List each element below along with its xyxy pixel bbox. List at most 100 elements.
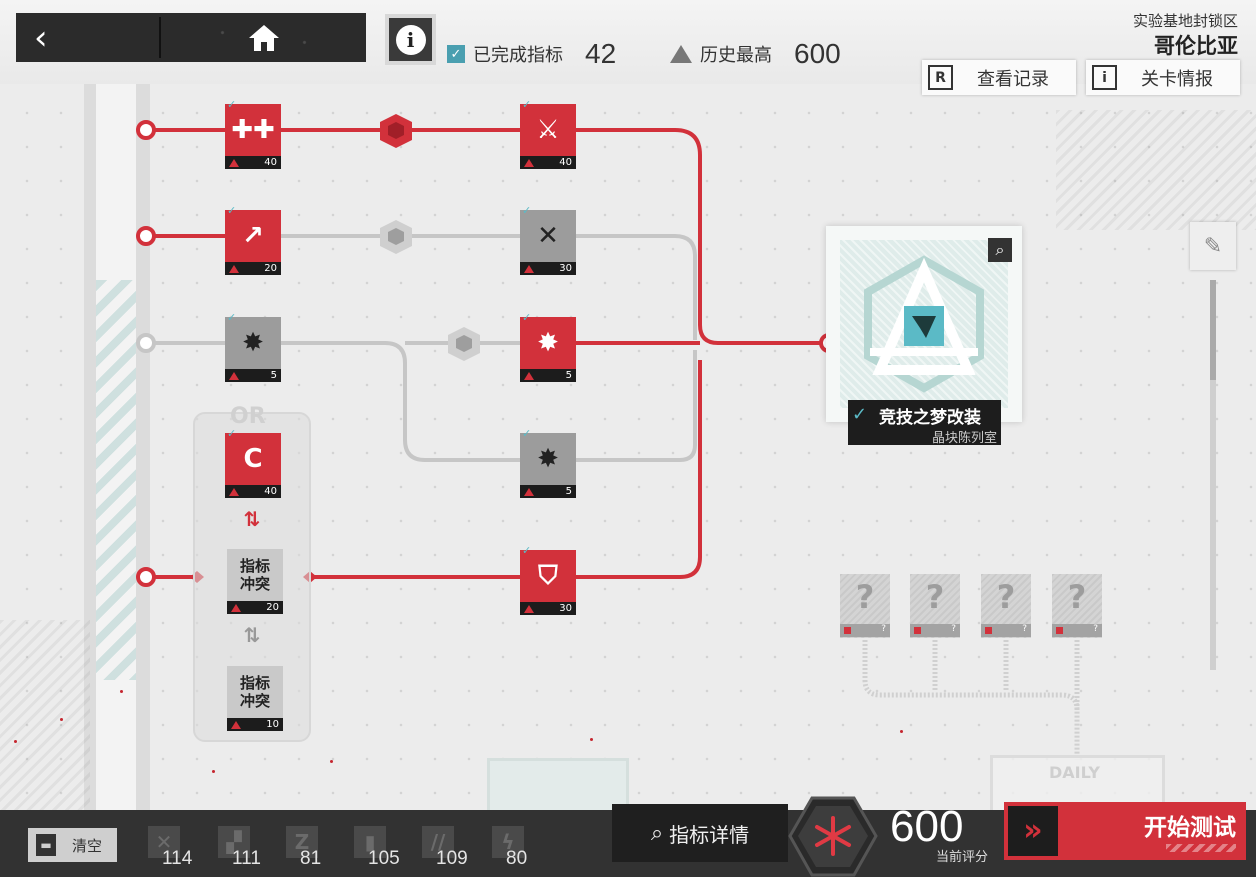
blast-icon: ✸ (225, 317, 281, 369)
scrollbar-thumb[interactable] (1210, 280, 1216, 380)
clipboard-icon[interactable]: ✎ (1190, 222, 1236, 270)
reward-preview[interactable]: ⌕ (826, 226, 1022, 422)
start-test-label: 开始测试 (1144, 815, 1236, 841)
region-title: 哥伦比亚 (1154, 34, 1238, 58)
contract-node[interactable]: ✸ ✓ 5 (520, 428, 576, 498)
trash-icon: ▬ (36, 834, 56, 856)
risk-icon (524, 265, 534, 273)
daily-locked-node[interactable]: ? ? (981, 574, 1031, 638)
risk-icon (229, 265, 239, 273)
reward-name: 竞技之梦改装 (879, 408, 981, 428)
contract-node[interactable]: ↗ ✓ 20 (225, 205, 281, 275)
risk-icon (229, 159, 239, 167)
indicator-details-button[interactable]: ⌕ 指标详情 (612, 804, 788, 862)
view-records-button[interactable]: R 查看记录 (922, 60, 1076, 95)
indicator-details-label: 指标详情 (669, 822, 750, 847)
info-button[interactable]: i (385, 14, 436, 65)
reward-card: ✓ 竞技之梦改装 晶块陈列室 (848, 400, 1001, 446)
crossed-swords-icon: ⚔ (520, 104, 576, 156)
contract-node[interactable]: ✸ ✓ 5 (225, 312, 281, 382)
back-button[interactable]: ‹ (16, 13, 160, 62)
risk-value: 30 (559, 603, 572, 614)
daily-locked-node[interactable]: ? ? (840, 574, 890, 638)
start-test-button[interactable]: » 开始测试 (1004, 802, 1246, 860)
stat-item: ▮ 105 (354, 826, 414, 874)
view-records-label: 查看记录 (977, 68, 1049, 90)
double-arrow-icon: » (1008, 806, 1058, 856)
risk-icon (524, 488, 534, 496)
risk-value: 5 (270, 370, 277, 381)
contract-node[interactable]: ✸ ✓ 5 (520, 312, 576, 382)
contract-node[interactable]: C ✓ 40 (225, 428, 281, 498)
risk-value: 40 (559, 157, 572, 168)
check-icon: ✓ (227, 427, 237, 440)
swap-icon: ⇅ (243, 623, 261, 647)
stat-value: 105 (368, 848, 400, 869)
sword-stat-icon: ✕ (148, 826, 180, 858)
history-value: 600 (794, 38, 841, 69)
reward-emblem-icon (864, 255, 984, 393)
blood-speck (14, 740, 17, 743)
completed-indicator: ✓ 已完成指标 42 (447, 36, 616, 72)
risk-value: 20 (264, 263, 277, 274)
hatch-decoration (0, 620, 90, 810)
conflict-node[interactable]: 指标 冲突 20 (227, 549, 283, 614)
locked-value: ? (1052, 624, 1102, 637)
plus-plus-icon: ✚✚ (225, 104, 281, 156)
z-stat-icon: Z (286, 826, 318, 858)
reward-subtitle: 晶块陈列室 (931, 431, 997, 446)
contract-node[interactable]: ✕ ✓ 30 (520, 205, 576, 275)
nav-block: ‹ (16, 13, 366, 62)
check-icon: ✓ (522, 204, 532, 217)
stat-item: ϟ 80 (492, 826, 552, 874)
stat-item: // 109 (422, 826, 482, 874)
daily-locked-node[interactable]: ? ? (1052, 574, 1102, 638)
completed-label: 已完成指标 (473, 45, 563, 66)
contract-node[interactable]: ✚✚ ✓ 40 (225, 99, 281, 169)
daily-locked-node[interactable]: ? ? (910, 574, 960, 638)
board-chevron-decoration (96, 280, 136, 680)
check-icon: ✓ (227, 204, 237, 217)
rank-emblem-icon (788, 796, 878, 877)
clear-label: 清空 (72, 836, 103, 855)
stripe-decoration (1166, 844, 1236, 852)
risk-value: 40 (264, 486, 277, 497)
region-subtitle: 实验基地封锁区 (1132, 12, 1238, 30)
intel-icon: i (1092, 65, 1117, 90)
question-icon: ? (925, 578, 945, 616)
check-icon: ✓ (522, 544, 532, 557)
stat-value: 109 (436, 848, 468, 869)
stage-intel-button[interactable]: i 关卡情报 (1086, 60, 1240, 95)
check-icon: ✓ (522, 98, 532, 111)
clear-button[interactable]: ▬ 清空 (28, 828, 117, 862)
check-icon: ✓ (852, 404, 868, 425)
stage-reward-card[interactable] (487, 758, 629, 818)
question-icon: ? (855, 578, 875, 616)
conflict-node[interactable]: 指标 冲突 10 (227, 666, 283, 731)
stat-item: ▞ 111 (218, 826, 278, 874)
nav-divider (159, 17, 161, 58)
risk-value: 5 (565, 486, 572, 497)
question-icon: ? (1067, 578, 1087, 616)
locked-value: ? (981, 624, 1031, 637)
hatch-decoration (1056, 110, 1256, 230)
contract-node[interactable]: ⛉ ✓ 30 (520, 545, 576, 615)
contract-node[interactable]: ⚔ ✓ 40 (520, 99, 576, 169)
risk-value: 20 (266, 602, 279, 613)
blood-speck (120, 690, 123, 693)
check-icon: ✓ (522, 427, 532, 440)
check-icon: ✓ (447, 45, 465, 63)
risk-icon (524, 372, 534, 380)
block-stat-icon: ▮ (354, 826, 386, 858)
zoom-icon[interactable]: ⌕ (988, 238, 1012, 262)
conflict-label: 冲突 (239, 692, 270, 710)
arrow-strike-icon: ↗ (225, 210, 281, 262)
scrollbar[interactable] (1210, 280, 1216, 670)
home-button[interactable] (161, 13, 366, 62)
stat-value: 111 (232, 848, 261, 869)
history-label: 历史最高 (700, 45, 772, 66)
blast-icon: ✸ (520, 433, 576, 485)
back-icon: ‹ (34, 17, 48, 58)
bolt-stat-icon: ϟ (492, 826, 524, 858)
